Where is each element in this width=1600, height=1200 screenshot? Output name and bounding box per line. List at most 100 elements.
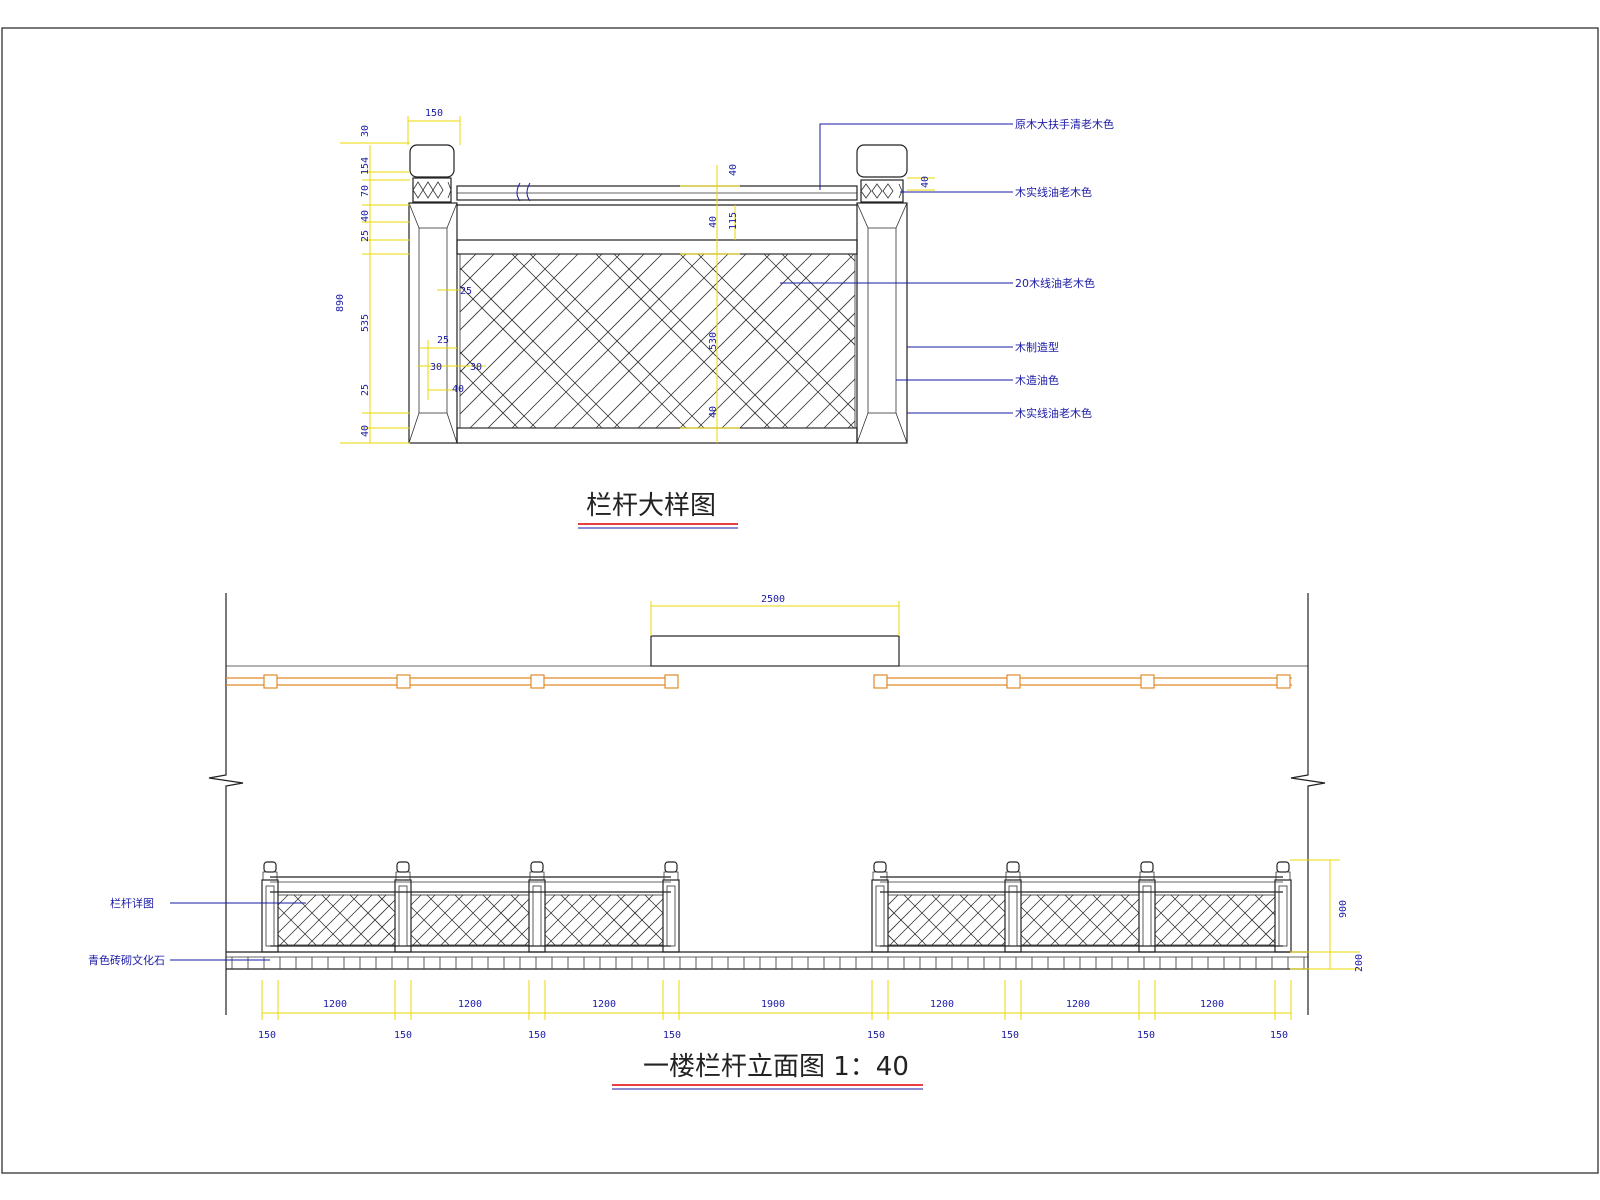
- post: [1004, 879, 1022, 953]
- opening: [650, 635, 900, 667]
- lattice-bar: [460, 254, 495, 289]
- lattice-bar: [655, 254, 831, 428]
- dim-post: 150: [1270, 1030, 1288, 1041]
- lattice-bar: [279, 894, 331, 946]
- bottom-dim-post-labels: 150 150 150 150 150 150 150 150: [258, 1030, 1288, 1041]
- lattice-bar: [987, 927, 1006, 946]
- lattice-bar: [887, 894, 913, 920]
- post-panel: [875, 885, 885, 947]
- lattice-bar: [644, 926, 664, 946]
- lattice-bar: [1020, 906, 1060, 946]
- lattice-bar: [277, 934, 289, 946]
- handrail: [456, 182, 858, 206]
- post-cap: [873, 861, 887, 873]
- dim-center-label: 40: [708, 406, 719, 418]
- lattice-panel: [260, 253, 1040, 429]
- dim-center-label: 40: [708, 216, 719, 228]
- post-collar: [1275, 871, 1291, 881]
- lattice-bar: [1170, 894, 1222, 946]
- post-collar: [872, 871, 888, 881]
- detail-notes: 原木大扶手清老木色 木实线油老木色 20木线油老木色 木制造型 木造油色 木实线…: [780, 117, 1114, 420]
- dim-left-label: 40: [360, 210, 371, 222]
- lattice-bar: [468, 894, 520, 946]
- lattice-bar: [277, 894, 317, 934]
- lattice-bar: [931, 894, 983, 946]
- lattice-bar: [887, 906, 927, 946]
- lattice-bar: [1240, 910, 1276, 946]
- right-post: [856, 144, 908, 444]
- post-cap: [1006, 861, 1020, 873]
- lattice-bar: [866, 254, 1040, 428]
- post-panel: [532, 885, 542, 947]
- lattice-bar: [410, 934, 422, 946]
- lattice-bar: [1092, 894, 1140, 942]
- dim-total-height: 890: [335, 294, 346, 312]
- lattice-bar: [260, 254, 434, 428]
- light-fixture: [263, 674, 278, 689]
- lattice-bar: [739, 312, 855, 428]
- lattice-bar: [277, 906, 317, 946]
- lattice-bar: [595, 254, 771, 428]
- lattice-bar: [658, 940, 664, 946]
- upper-rail: [456, 239, 858, 255]
- lattice-bar: [335, 894, 387, 946]
- dim-inner-label: 30: [430, 362, 442, 373]
- lattice-bar: [1184, 894, 1236, 946]
- lattice-bar: [460, 351, 537, 428]
- lattice-bar: [847, 420, 855, 428]
- lattice-bar: [887, 894, 899, 906]
- lattice-bar: [602, 894, 654, 946]
- dim-span: 1200: [323, 999, 347, 1010]
- lower-rail: [456, 427, 858, 444]
- lattice-bar: [460, 369, 519, 428]
- lattice-bar: [1120, 926, 1140, 946]
- post: [662, 879, 680, 953]
- lattice-bar: [887, 934, 899, 946]
- post-panel: [666, 885, 676, 947]
- lattice-bar: [1020, 894, 1046, 920]
- lattice-bar: [571, 254, 747, 428]
- lattice-bar: [260, 254, 434, 428]
- lattice-bar: [377, 894, 396, 913]
- note-stone-base: 青色砖砌文化石: [88, 953, 165, 967]
- lattice-bar: [887, 894, 927, 934]
- lattice-bar: [410, 894, 436, 920]
- lattice-bar: [1154, 934, 1166, 946]
- lattice-bar: [616, 898, 664, 946]
- lattice-bar: [510, 926, 530, 946]
- lattice-bar: [277, 894, 303, 920]
- lattice-bar: [278, 254, 452, 428]
- post-cap: [396, 861, 410, 873]
- light-fixture: [1006, 674, 1021, 689]
- post-collar: [663, 871, 679, 881]
- floor-band: [226, 951, 1308, 970]
- dim-post: 150: [1001, 1030, 1019, 1041]
- lattice-bar: [440, 894, 492, 946]
- lattice-bar: [805, 378, 855, 428]
- light-fixture: [396, 674, 411, 689]
- lattice-bar: [847, 254, 855, 262]
- lattice-bar: [1154, 906, 1194, 946]
- lattice-bar: [1022, 894, 1074, 946]
- lattice-bar: [544, 894, 584, 934]
- post: [1274, 879, 1292, 953]
- lattice-bar: [524, 940, 530, 946]
- lattice-bar: [544, 894, 556, 906]
- post-cap: [1140, 861, 1154, 873]
- lattice-bar: [987, 894, 1006, 913]
- lattice-bar: [546, 894, 598, 946]
- lattice-bar: [917, 894, 969, 946]
- lattice-bar: [496, 912, 530, 946]
- lattice-bar: [866, 254, 1040, 428]
- lattice-bar: [349, 894, 396, 941]
- dim-post: 150: [1137, 1030, 1155, 1041]
- lattice-bar: [410, 906, 450, 946]
- lattice-bar: [781, 354, 855, 428]
- lattice-bar: [1050, 894, 1102, 946]
- lattice-bar: [574, 894, 626, 946]
- lattice-bar: [697, 254, 855, 412]
- post: [261, 879, 279, 953]
- lattice-bar: [560, 894, 612, 946]
- lattice-bar: [1154, 894, 1194, 934]
